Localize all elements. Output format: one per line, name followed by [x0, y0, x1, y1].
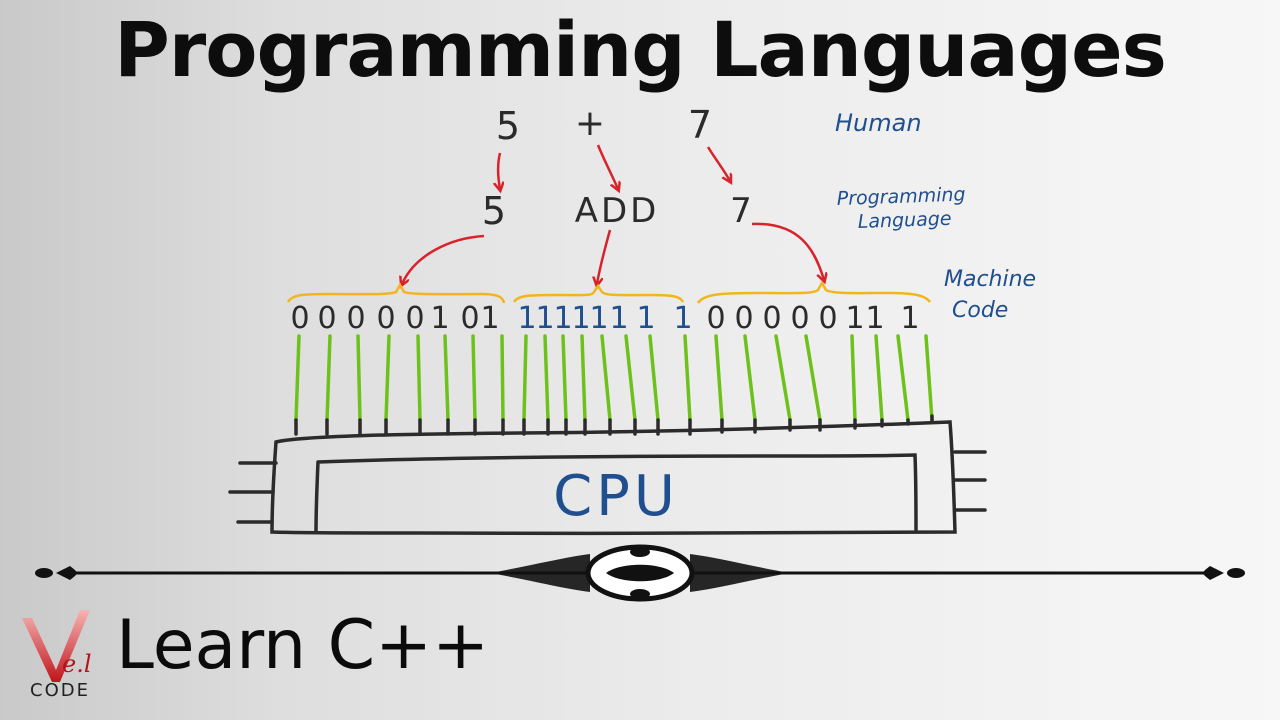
bit-22: 1 — [865, 301, 884, 336]
cpu-chip — [228, 420, 987, 536]
brace-group-2 — [512, 283, 685, 303]
bit-15: 1 — [673, 301, 692, 336]
bit-18: 0 — [762, 301, 781, 336]
arrow-human-to-programming-op — [596, 144, 618, 189]
bit-17: 0 — [734, 301, 753, 336]
arrow-programming-to-machine-left — [402, 234, 485, 284]
machine-label-line2: Code — [952, 298, 1008, 323]
programming-label-line1: Programming — [836, 184, 966, 210]
ornamental-divider — [35, 544, 1245, 602]
bit-16: 0 — [706, 301, 725, 336]
human-operator: + — [575, 103, 605, 144]
arrow-human-to-programming-left — [498, 152, 500, 189]
bit-5: 1 — [430, 301, 449, 336]
human-label: Human — [835, 109, 922, 137]
bit-8: 1 — [517, 301, 536, 336]
bit-21: 1 — [845, 301, 864, 336]
bit-1: 0 — [317, 301, 336, 336]
bit-14: 1 — [636, 301, 655, 336]
arrow-programming-to-machine-right — [751, 222, 824, 280]
logo-sup: e.l — [62, 650, 92, 678]
velcode-logo: e.l — [22, 610, 92, 682]
page-title: Programming Languages — [114, 5, 1167, 94]
human-left-operand: 5 — [496, 104, 520, 148]
brace-group-3 — [696, 280, 932, 304]
programming-left-operand: 5 — [482, 189, 506, 233]
bit-13: 1 — [609, 301, 628, 336]
bit-20: 0 — [818, 301, 837, 336]
machine-label-line1: Machine — [944, 267, 1036, 292]
bit-6: 0 — [460, 301, 479, 336]
bit-7: 1 — [480, 301, 499, 336]
bit-10: 1 — [553, 301, 572, 336]
wires — [294, 334, 934, 436]
programming-operator: ADD — [575, 191, 660, 231]
bit-11: 1 — [571, 301, 590, 336]
bit-12: 1 — [589, 301, 608, 336]
logo-text: CODE — [30, 680, 90, 701]
bit-3: 0 — [376, 301, 395, 336]
arrow-programming-to-machine-op — [597, 229, 612, 284]
arrow-human-to-programming-right — [706, 146, 730, 181]
course-title: Learn C++ — [116, 606, 490, 685]
bit-19: 0 — [790, 301, 809, 336]
human-right-operand: 7 — [688, 103, 712, 147]
bit-9: 1 — [535, 301, 554, 336]
cpu-label: CPU — [553, 464, 679, 529]
brace-group-1 — [286, 282, 506, 304]
bit-2: 0 — [346, 301, 365, 336]
programming-label-line2: Language — [857, 208, 951, 233]
bit-4: 0 — [405, 301, 424, 336]
programming-right-operand: 7 — [730, 191, 752, 231]
bit-0: 0 — [290, 301, 309, 336]
bit-23: 1 — [900, 301, 919, 336]
